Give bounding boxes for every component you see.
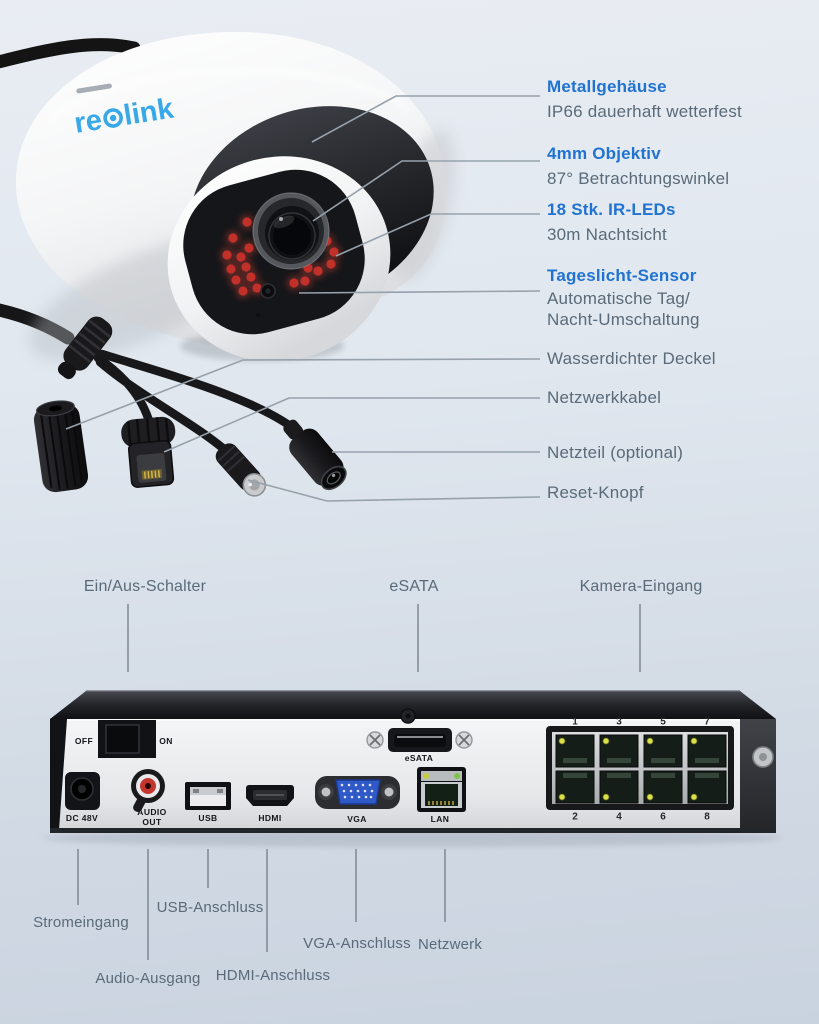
- nvr-leader-lines: [77, 604, 641, 960]
- panel-label-dc48v: DC 48V: [65, 813, 99, 823]
- logo-o-dot: [109, 114, 117, 122]
- label-netzwerkkabel: Netzwerkkabel: [547, 388, 662, 407]
- power-switch: [98, 720, 156, 758]
- callout-metallgehaeuse-title: Metallgehäuse: [547, 77, 667, 96]
- callout-objektiv-desc: 87° Betrachtungswinkel: [547, 169, 730, 188]
- port-number-1: 1: [572, 716, 578, 728]
- panel-label-off: OFF: [74, 736, 94, 746]
- panel-label-usb: USB: [198, 813, 218, 823]
- leader-wasserdichter-deckel: [65, 358, 541, 430]
- panel-label-vga: VGA: [347, 814, 367, 824]
- nvr-bottom-edge: [50, 828, 776, 833]
- panel-label-lan: LAN: [430, 814, 450, 824]
- port-number-8: 8: [704, 811, 710, 823]
- callout-ir-leds-title: 18 Stk. IR-LEDs: [547, 200, 676, 219]
- rj45-connector: [121, 416, 176, 488]
- lan-port: [417, 767, 466, 812]
- callout-kamera-eingang: Kamera-Eingang: [579, 578, 703, 595]
- leader-netzwerkkabel: [163, 397, 540, 453]
- leader-tageslicht-sensor: [298, 290, 541, 294]
- camera-cable-top: [0, 38, 141, 69]
- mic-hole: [256, 313, 260, 317]
- callout-netzwerk: Netzwerk: [417, 936, 483, 953]
- audio-out-port: [131, 769, 165, 813]
- callout-tageslicht-sensor-title: Tageslicht-Sensor: [547, 266, 697, 285]
- callout-stromeingang: Stromeingang: [33, 914, 129, 931]
- waterproof-cap: [33, 400, 89, 493]
- nvr-left-edge: [50, 719, 67, 830]
- camera-illustration: re link: [0, 31, 541, 502]
- panel-label-audio: AUDIO: [137, 807, 167, 817]
- leader-ir-leds: [335, 213, 540, 257]
- panel-label-hdmi: HDMI: [258, 813, 282, 823]
- daylight-sensor-core: [265, 288, 271, 294]
- vga-port: [315, 776, 400, 809]
- callout-metallgehaeuse-desc: IP66 dauerhaft wetterfest: [547, 102, 742, 121]
- callout-usb-anschluss: USB-Anschluss: [156, 899, 264, 916]
- leader-reset-knopf: [247, 479, 541, 502]
- dc-input-port: [65, 772, 100, 810]
- hdmi-port: [246, 785, 294, 806]
- reset-connector: [215, 443, 267, 497]
- callout-ir-leds-desc: 30m Nachtsicht: [547, 225, 667, 244]
- panel-label-on: ON: [159, 736, 173, 746]
- cable-splitter: [57, 316, 113, 380]
- port-number-2: 2: [572, 811, 578, 823]
- nvr-illustration: [43, 604, 783, 960]
- panel-label-esata: eSATA: [404, 753, 434, 763]
- port-number-3: 3: [616, 716, 622, 728]
- usb-port: [185, 782, 231, 810]
- leader-metallgehaeuse: [311, 95, 540, 143]
- camera-input-ports: [546, 726, 734, 810]
- callout-vga-anschluss: VGA-Anschluss: [303, 935, 411, 952]
- callout-esata: eSATA: [389, 578, 439, 595]
- nvr-right-panel: [740, 719, 776, 830]
- logo-text-re: re: [72, 104, 104, 140]
- camera-leader-lines: [65, 95, 541, 502]
- nvr-top-bezel: [50, 691, 776, 719]
- leader-objektiv: [312, 160, 540, 222]
- logo-o-ring: [103, 108, 123, 128]
- ir-leds: [219, 214, 342, 299]
- dome-vent-slot: [76, 83, 112, 94]
- callout-hdmi-anschluss: HDMI-Anschluss: [215, 967, 331, 984]
- callout-audio-ausgang: Audio-Ausgang: [95, 970, 201, 987]
- callout-ein-aus-schalter: Ein/Aus-Schalter: [83, 578, 207, 595]
- thumbscrew: [752, 746, 774, 768]
- callout-tageslicht-sensor-desc: Automatische Tag/ Nacht-Umschaltung: [547, 289, 700, 329]
- label-netzteil: Netzteil (optional): [547, 443, 684, 462]
- port-number-4: 4: [616, 811, 622, 823]
- callout-objektiv-title: 4mm Objektiv: [547, 144, 661, 163]
- panel-label-out: OUT: [142, 817, 162, 827]
- label-wasserdichter-deckel: Wasserdichter Deckel: [547, 349, 716, 368]
- esata-port: [366, 708, 473, 752]
- label-reset-knopf: Reset-Knopf: [547, 483, 644, 502]
- port-number-6: 6: [660, 811, 666, 823]
- port-number-7: 7: [704, 716, 710, 728]
- reolink-logo: re link: [72, 93, 177, 140]
- port-number-5: 5: [660, 716, 666, 728]
- logo-text-link: link: [121, 93, 176, 133]
- camera-lens: [252, 192, 330, 270]
- dc-jack-connector: [283, 419, 347, 491]
